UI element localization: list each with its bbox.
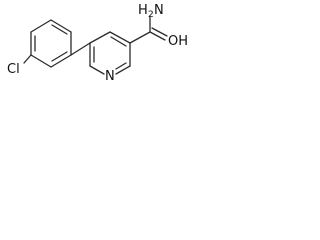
bond [30, 54, 52, 68]
bond [89, 65, 105, 75]
amide-group [129, 16, 168, 44]
amide-h-count: 2 [148, 10, 154, 20]
double-bond-inner [51, 51, 68, 62]
hydroxyl-label: OH [168, 34, 188, 49]
amide-n-letter: N [154, 3, 164, 18]
chlorophenyl-ring [30, 19, 72, 68]
carbon-oxygen-double-bond [149, 31, 166, 41]
biaryl-bond [70, 42, 91, 56]
bond [89, 31, 111, 44]
double-bond-inner [110, 36, 127, 47]
double-bond-inner [51, 24, 68, 35]
carbon-oxygen-double-bond [151, 27, 168, 37]
amide-h-letter: H [138, 3, 148, 18]
ring-to-carbonyl-bond [129, 31, 151, 44]
bond [115, 65, 131, 75]
bond [30, 19, 52, 33]
pyridine-nitrogen-label: N [105, 69, 115, 84]
chlorine-label: Cl [7, 62, 20, 77]
carbon-chlorine-bond [23, 54, 32, 64]
bond [50, 19, 72, 33]
chemical-structure-diagram: Cl N OH H 2 N [7, 3, 188, 84]
bond [50, 54, 72, 68]
bond [109, 31, 131, 44]
pyridine-ring [89, 31, 131, 75]
double-bond-inner [115, 62, 127, 70]
amide-nitrogen-label: H 2 N [138, 3, 164, 20]
